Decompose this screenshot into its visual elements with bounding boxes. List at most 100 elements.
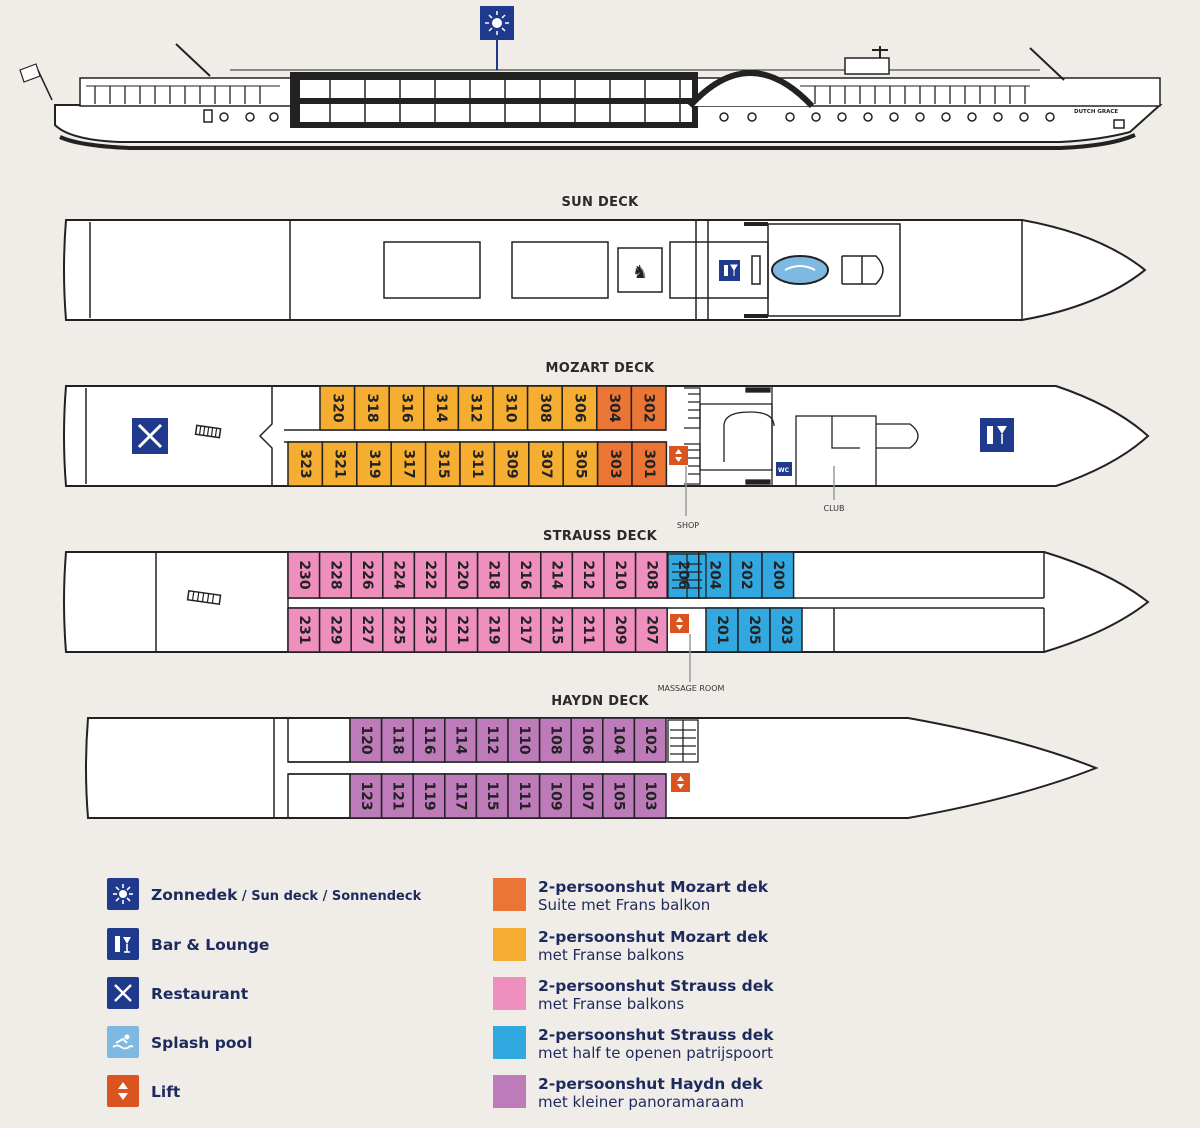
club-label: CLUB [823, 504, 845, 513]
cabin-104 [602, 717, 636, 763]
cabin-number-308: 308 [537, 393, 553, 422]
cabin-318 [353, 385, 390, 431]
splash-pool-icon [771, 255, 829, 285]
cabin-number-301: 301 [641, 449, 657, 478]
cabin-number-314: 314 [433, 393, 449, 422]
cabin-number-212: 212 [580, 560, 596, 589]
cabin-number-309: 309 [504, 449, 520, 478]
cabin-211 [571, 607, 605, 653]
haydn-deck-title: HAYDN DECK [551, 694, 649, 709]
cabin-212 [571, 551, 605, 599]
cabin-number-210: 210 [612, 560, 628, 589]
cabin-number-204: 204 [707, 560, 723, 589]
cabin-number-316: 316 [399, 393, 415, 422]
legend-lift: Lift [107, 1075, 180, 1107]
cabin-number-230: 230 [296, 560, 312, 589]
cabin-103 [633, 773, 667, 819]
cabin-207 [634, 607, 668, 653]
cabin-309 [493, 441, 530, 487]
cabin-number-221: 221 [454, 615, 470, 644]
cabin-number-109: 109 [547, 781, 563, 810]
cabin-229 [318, 607, 352, 653]
cabin-number-229: 229 [327, 615, 343, 644]
cabin-216 [508, 551, 542, 599]
cabin-number-231: 231 [296, 615, 312, 644]
cabin-number-306: 306 [572, 393, 588, 422]
cabin-117 [444, 773, 478, 819]
legend-bar-label: Bar & Lounge [151, 935, 270, 954]
restaurant-icon [107, 977, 139, 1009]
cabin-206 [666, 551, 700, 599]
ship-profile: DUTCH GRACE [19, 6, 1163, 150]
swatch-mozart-french [493, 928, 526, 961]
cabin-227 [350, 607, 384, 653]
cabin-317 [390, 441, 427, 487]
legend-restaurant-label: Restaurant [151, 984, 249, 1003]
cabin-111 [507, 773, 541, 819]
cabin-number-223: 223 [422, 615, 438, 644]
cabin-228 [318, 551, 352, 599]
legend-pool: Splash pool [107, 1026, 252, 1058]
cabin-number-217: 217 [517, 615, 533, 644]
legend-sun: Zonnedek / Sun deck / Sonnendeck [107, 878, 421, 910]
cabin-number-118: 118 [389, 725, 405, 754]
cabin-102 [633, 717, 667, 763]
cabin-number-202: 202 [738, 560, 754, 589]
cabin-116 [412, 717, 446, 763]
cabin-number-311: 311 [469, 449, 485, 478]
cabin-number-120: 120 [358, 725, 374, 754]
cabin-number-203: 203 [778, 615, 794, 644]
lift-icon [671, 773, 690, 792]
cabin-number-116: 116 [421, 725, 437, 754]
cabin-number-227: 227 [359, 615, 375, 644]
legend-line2: met half te openen patrijspoort [538, 1044, 774, 1062]
cabin-number-303: 303 [607, 449, 623, 478]
legend-line2: met Franse balkons [538, 995, 685, 1013]
sun-deck-plan: ♞ [63, 219, 1147, 321]
bar-icon [980, 418, 1014, 452]
cabin-number-102: 102 [642, 725, 658, 754]
cabin-number-225: 225 [391, 615, 407, 644]
legend-bar: Bar & Lounge [107, 928, 269, 960]
cabin-114 [444, 717, 478, 763]
cabin-number-307: 307 [538, 449, 554, 478]
cabin-222 [413, 551, 447, 599]
cabin-231 [287, 607, 321, 653]
cabin-number-310: 310 [502, 393, 518, 422]
cabin-203 [769, 607, 803, 653]
legend-sun-sub: / Sun deck / Sonnendeck [237, 888, 422, 904]
cabin-number-321: 321 [332, 449, 348, 478]
cabin-119 [412, 773, 446, 819]
cabin-number-112: 112 [484, 725, 500, 754]
legend-restaurant: Restaurant [107, 977, 248, 1009]
chess-icon: ♞ [632, 262, 648, 283]
swatch-haydn [493, 1075, 526, 1108]
legend-line1: 2-persoonshut Mozart dek [538, 928, 769, 946]
legend-line1: 2-persoonshut Strauss dek [538, 1026, 774, 1044]
cabin-number-224: 224 [391, 560, 407, 589]
cabin-218 [476, 551, 510, 599]
legend-line1: 2-persoonshut Haydn dek [538, 1075, 763, 1093]
cabin-220 [445, 551, 479, 599]
cabin-225 [382, 607, 416, 653]
cabin-number-216: 216 [517, 560, 533, 589]
ship-name-plate: DUTCH GRACE [1074, 109, 1118, 115]
legend-line2: met Franse balkons [538, 946, 685, 964]
swatch-strauss-french [493, 977, 526, 1010]
cabin-305 [562, 441, 599, 487]
cabin-number-110: 110 [516, 725, 532, 754]
swatch-strauss-porthole [493, 1026, 526, 1059]
legend-line2: Suite met Frans balkon [538, 896, 711, 914]
cabin-number-317: 317 [400, 449, 416, 478]
cabin-110 [507, 717, 541, 763]
cabin-number-115: 115 [484, 781, 500, 810]
cabin-number-105: 105 [611, 781, 627, 810]
cabin-204 [698, 551, 732, 599]
cabin-311 [459, 441, 496, 487]
cabin-number-304: 304 [606, 393, 622, 422]
